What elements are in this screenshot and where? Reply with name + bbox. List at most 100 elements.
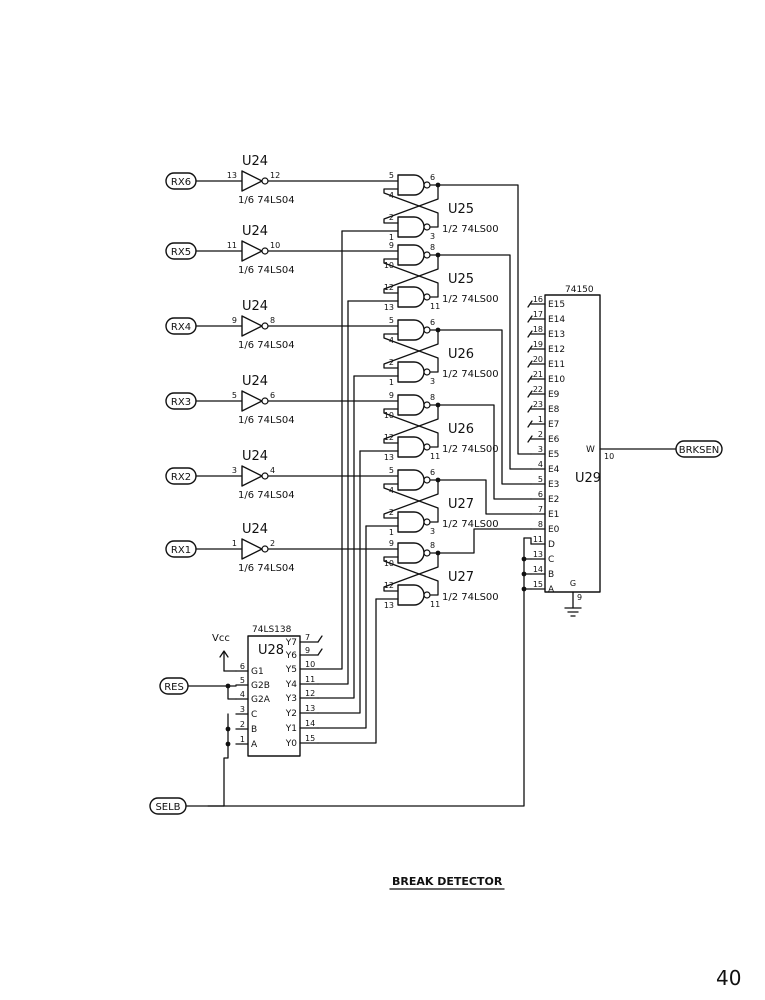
u29-pin-name: A — [548, 585, 555, 595]
u29-part-label: 74150 — [565, 285, 594, 295]
nand-pin: 2 — [389, 508, 394, 517]
nand-top-1-bubble — [423, 181, 431, 189]
u29-w-label: W — [586, 445, 595, 455]
u29-pin-num: 5 — [538, 475, 543, 484]
reset-bus — [317, 375, 355, 699]
cross-wire — [383, 483, 439, 523]
rx1-input: RX1 — [171, 545, 191, 556]
tie-mark — [527, 360, 533, 368]
u29-pin-num: 14 — [533, 565, 543, 574]
u29-pin-num: 7 — [538, 505, 543, 514]
nand-out-pin: 11 — [430, 600, 440, 609]
u29-pin-num: 23 — [533, 400, 543, 409]
selb-bus — [185, 537, 525, 807]
nand-out-pin: 11 — [430, 302, 440, 311]
u29-pin-num: 21 — [533, 370, 543, 379]
u29-pin-num: 17 — [533, 310, 543, 319]
nand-bot-4 — [397, 436, 425, 458]
latch-ref-label: U26 — [448, 422, 474, 437]
u28-pin-num: 7 — [305, 633, 310, 642]
u28-pin-num: 9 — [305, 646, 310, 655]
g2a-wire — [227, 685, 237, 700]
tie-mark — [527, 300, 533, 308]
u29-pin-name: E14 — [548, 315, 565, 325]
nand-pin: 9 — [389, 241, 394, 250]
cross-wire — [383, 258, 439, 298]
latch-part-label: 1/2 74LS00 — [442, 444, 499, 455]
latch-part-label: 1/2 74LS00 — [442, 369, 499, 380]
selb-input: SELB — [155, 802, 180, 813]
u29-pin-num: 16 — [533, 295, 543, 304]
u28-pin-num: 13 — [305, 704, 315, 713]
inv-in-pin: 11 — [227, 241, 237, 250]
inv-part-label: 1/6 74LS04 — [238, 195, 295, 206]
nand-pin: 9 — [389, 539, 394, 548]
rx3-input: RX3 — [171, 397, 191, 408]
reset-bus — [317, 525, 367, 729]
inverter-u24-5-bubble — [261, 472, 269, 480]
inverter-u24-2 — [241, 240, 263, 262]
u28-pin-num: 15 — [305, 734, 315, 743]
nand-out-pin: 6 — [430, 468, 435, 477]
nand-top-2 — [397, 244, 425, 266]
u29-pin-name: D — [548, 540, 555, 550]
nand-bot-2 — [397, 286, 425, 308]
inv-ref-label: U24 — [242, 522, 268, 537]
u28-pin-name: Y3 — [285, 694, 297, 704]
u29-pin-num: 8 — [538, 520, 543, 529]
rx5-input: RX5 — [171, 247, 191, 258]
inv-out-pin: 12 — [270, 171, 280, 180]
u28-pin-name: Y1 — [285, 724, 297, 734]
u28-pin-num: 11 — [305, 675, 315, 684]
u29-pin-num: 13 — [533, 550, 543, 559]
nc-mark — [317, 648, 323, 656]
latch-out-wire — [437, 528, 532, 554]
u28-ref-label: U28 — [258, 643, 284, 658]
inv-in-pin: 5 — [232, 391, 237, 400]
u28-body — [247, 635, 301, 757]
u28-pin-num: 14 — [305, 719, 315, 728]
nand-pin: 1 — [389, 378, 394, 387]
u29-pin-num: 19 — [533, 340, 543, 349]
nand-bot-5 — [397, 511, 425, 533]
u28-part-label: 74LS138 — [252, 625, 292, 635]
u29-g-pin: 9 — [577, 593, 582, 602]
nand-pin: 1 — [389, 233, 394, 242]
nand-bot-3-bubble — [423, 368, 431, 376]
nand-top-6 — [397, 542, 425, 564]
u28-pin-num: 2 — [240, 720, 245, 729]
inv-ref-label: U24 — [242, 374, 268, 389]
inverter-u24-1-bubble — [261, 177, 269, 185]
u29-pin-name: E4 — [548, 465, 560, 475]
vcc-arrow — [219, 650, 229, 658]
nc-mark — [317, 635, 323, 643]
u29-body — [544, 294, 601, 593]
u28-pin-num: 1 — [240, 735, 245, 744]
diagram-caption: BREAK DETECTOR — [392, 875, 503, 888]
latch-out-wire — [437, 479, 532, 515]
u29-pin-num: 18 — [533, 325, 543, 334]
inv-part-label: 1/6 74LS04 — [238, 415, 295, 426]
nand-out-pin: 6 — [430, 318, 435, 327]
inv-ref-label: U24 — [242, 299, 268, 314]
nand-top-3 — [397, 319, 425, 341]
nand-bot-6-bubble — [423, 591, 431, 599]
u28-pin-name: Y5 — [285, 665, 297, 675]
nand-out-pin: 6 — [430, 173, 435, 182]
u28-pin-num: 10 — [305, 660, 315, 669]
u29-pin-name: E0 — [548, 525, 560, 535]
tie-mark — [527, 375, 533, 383]
page-number: 40 — [716, 966, 741, 990]
inv-ref-label: U24 — [242, 224, 268, 239]
u28-pin-name: C — [251, 710, 257, 720]
u28-pin-name: G1 — [251, 667, 264, 677]
u29-g-label: G — [570, 579, 576, 588]
latch-ref-label: U27 — [448, 497, 474, 512]
tie-mark — [527, 435, 533, 443]
u29-pin-name: E13 — [548, 330, 565, 340]
u29-pin-name: E9 — [548, 390, 560, 400]
nand-out-pin: 11 — [430, 452, 440, 461]
mux-d-wire — [523, 537, 532, 545]
latch-out-wire — [437, 404, 532, 500]
cross-wire — [383, 188, 439, 228]
